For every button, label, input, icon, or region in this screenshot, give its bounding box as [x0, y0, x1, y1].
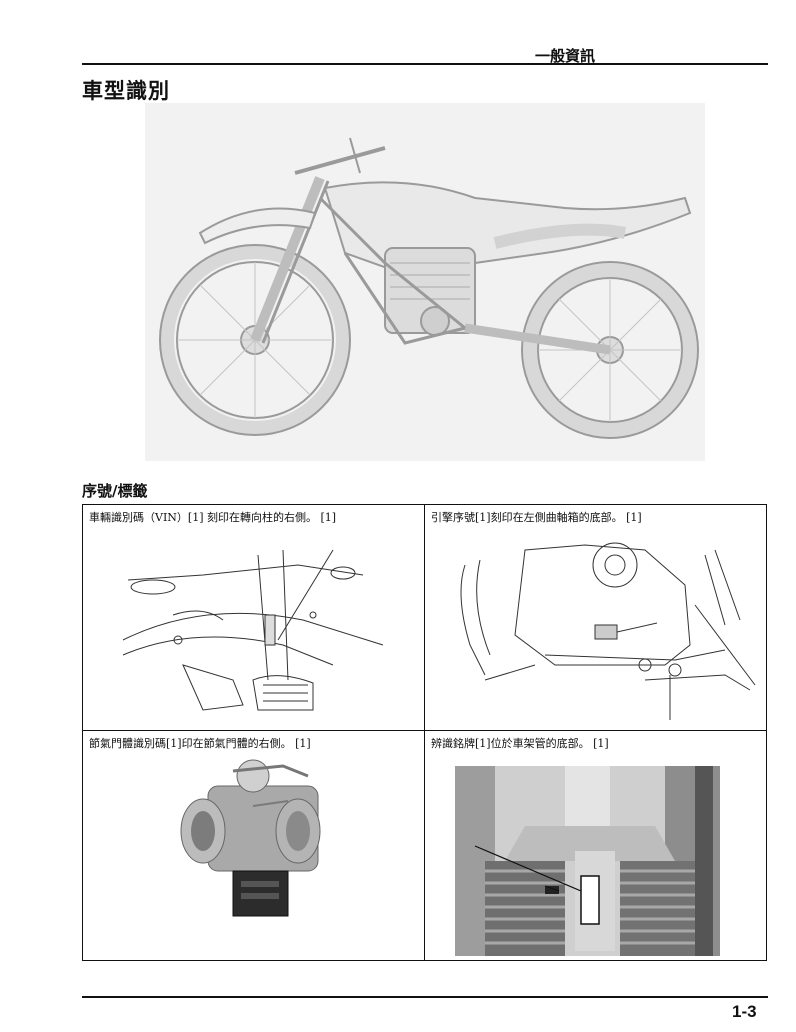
cell-engine-serial-label: 引擎序號[1]刻印在左側曲軸箱的底部。 [1]: [431, 511, 642, 524]
cell-id-plate-label: 辨識銘牌[1]位於車架管的底部。 [1]: [431, 737, 609, 750]
rear-wheel: [523, 263, 697, 437]
page-number: 1-3: [732, 1002, 757, 1021]
grid-horizontal-divider: [83, 730, 766, 731]
frame-tube-photo: [455, 766, 720, 956]
front-wheel: [160, 245, 350, 435]
cell-id-plate: 辨識銘牌[1]位於車架管的底部。 [1]: [425, 731, 768, 962]
cell-engine-serial: 引擎序號[1]刻印在左側曲軸箱的底部。 [1]: [425, 505, 768, 730]
steering-column-diagram: [122, 549, 384, 711]
throttle-body-photo: [180, 759, 321, 917]
section-title: 序號/標籤: [82, 482, 148, 500]
cell-vin-label: 車輛識別碼（VIN）[1] 刻印在轉向柱的右側。 [1]: [89, 511, 337, 524]
page-title: 車型識別: [82, 78, 170, 103]
header-rule: [82, 63, 768, 65]
motorcycle-illustration: [145, 103, 705, 461]
cell-vin: 車輛識別碼（VIN）[1] 刻印在轉向柱的右側。 [1]: [83, 505, 424, 730]
serial-label-grid: 車輛識別碼（VIN）[1] 刻印在轉向柱的右側。 [1] 引擎序號[1]: [82, 504, 767, 961]
crankcase-diagram: [460, 542, 756, 720]
cell-throttle-body-label: 節氣門體識別碼[1]印在節氣門體的右側。 [1]: [89, 737, 311, 750]
cell-throttle-body: 節氣門體識別碼[1]印在節氣門體的右側。 [1]: [83, 731, 424, 962]
grid-vertical-divider: [424, 505, 425, 960]
footer-rule: [82, 996, 768, 998]
header-chapter: 一般資訊: [535, 47, 596, 65]
